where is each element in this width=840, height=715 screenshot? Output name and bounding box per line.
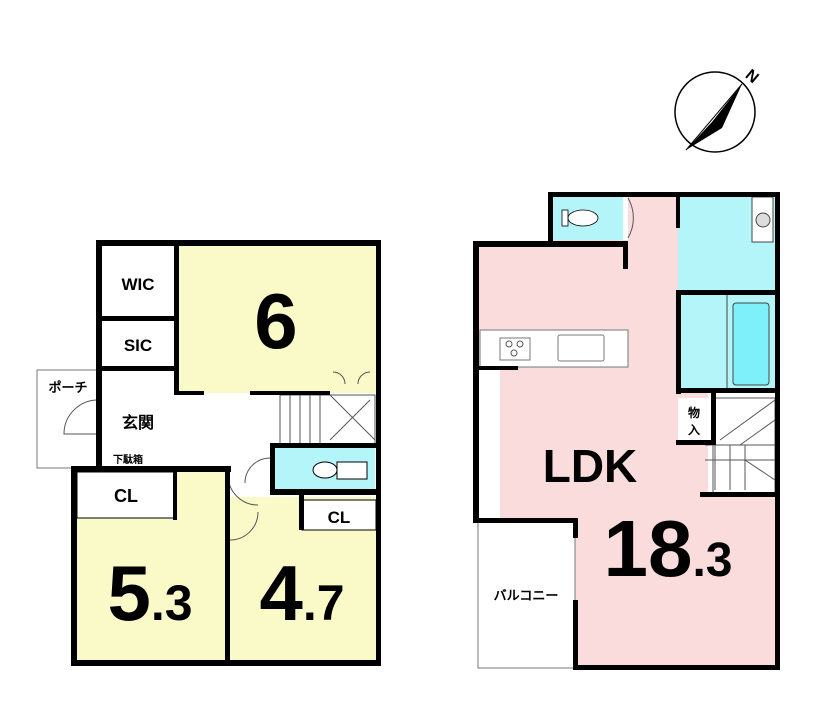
room-6 (177, 245, 378, 393)
kitchen-counter (479, 329, 629, 368)
entrance-label: 玄関 (122, 413, 154, 432)
room-5-3-size: 5.3 (107, 549, 192, 637)
closet-label-b: CL (328, 508, 351, 527)
ldk-label: LDK (543, 440, 638, 492)
porch-area (36, 369, 101, 469)
compass-north-label: N (742, 67, 762, 87)
shoe-box-label: 下駄箱 (113, 453, 143, 466)
room-4-7-size: 4.7 (259, 549, 344, 637)
ldk-size: 18.3 (603, 504, 732, 593)
stairs-2f (705, 397, 776, 494)
balcony-area (477, 519, 576, 669)
closet-label-a: CL (114, 486, 138, 506)
storage-label: 物入 (688, 405, 700, 437)
bathtub (732, 302, 770, 386)
porch-label: ポーチ (48, 380, 87, 396)
room-6-size: 6 (254, 277, 297, 365)
sic-label: SIC (124, 336, 152, 355)
stairs-1f (279, 394, 376, 446)
floor-1: WIC SIC ポーチ 玄関 下駄箱 6 CL CL 5.3 4.7 (36, 240, 381, 666)
compass: N (674, 67, 762, 153)
floor-2: 物入 LDK 18.3 バルコニー (473, 192, 780, 670)
wic-label: WIC (121, 275, 154, 294)
storage-label-2: 入 (688, 423, 700, 437)
balcony-label: バルコニー (494, 589, 559, 604)
storage-area (678, 398, 711, 442)
